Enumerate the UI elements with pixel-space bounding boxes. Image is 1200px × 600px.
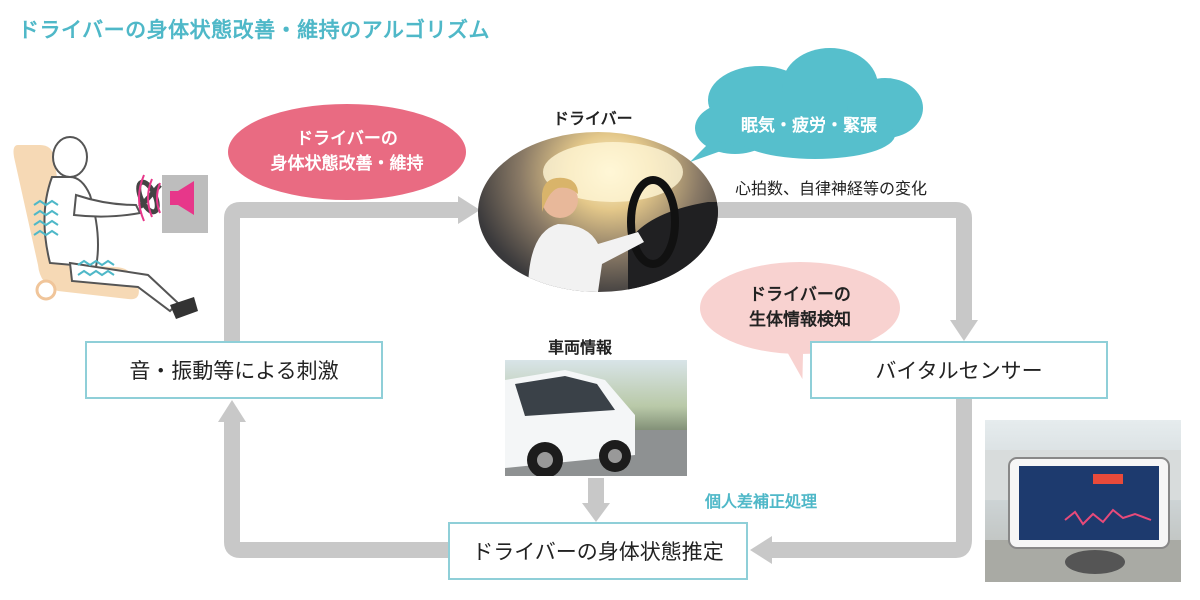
arrow-stimulus-to-driver (224, 202, 462, 341)
vehicle-info-label: 車両情報 (548, 338, 613, 357)
detect-bubble: ドライバーの 生体情報検知 (700, 262, 900, 354)
phone-photo-highlight (1093, 474, 1123, 484)
detect-line-2: 生体情報検知 (749, 310, 851, 330)
cloud-shape (690, 48, 923, 162)
state-estimation-box: ドライバーの身体状態推定 (448, 522, 748, 580)
phone-photo-screen (1019, 466, 1159, 540)
person-shoe (170, 297, 198, 319)
driver-photo-body (528, 224, 644, 292)
car-photo-window (515, 376, 615, 416)
improve-bubble: ドライバーの 身体状態改善・維持 (228, 104, 466, 200)
arrowhead-to-stimulus (218, 400, 246, 422)
improve-line-1: ドライバーの (296, 129, 398, 150)
seat-shape (13, 145, 139, 300)
stimulus-box: 音・振動等による刺激 (85, 341, 383, 399)
driver-photo-hair (542, 177, 578, 212)
arrowhead-vehicle (582, 503, 610, 522)
sound-waves (138, 174, 161, 222)
person-leg (68, 261, 180, 313)
seat-joint (35, 279, 57, 301)
driver-photo (478, 132, 718, 292)
states-cloud-text: 眠気・疲労・緊張 (741, 115, 877, 136)
speaker-icon (170, 181, 194, 215)
car-photo-rear-rim (608, 449, 622, 463)
arrowhead-to-sensor (950, 320, 978, 341)
driver-photo-window-light (543, 142, 683, 202)
arrowhead-to-driver (458, 196, 480, 224)
page-title: ドライバーの身体状態改善・維持のアルゴリズム (18, 18, 490, 42)
phone-photo-graph (1064, 508, 1152, 526)
arrow-sensor-to-estimate (770, 399, 972, 558)
car-photo-front-rim (537, 452, 553, 468)
driver-photo-steering (627, 176, 679, 268)
individual-correction-label: 個人差補正処理 (705, 492, 818, 511)
seated-driver-illustration (13, 136, 208, 319)
arrow-estimate-to-stimulus (224, 420, 448, 558)
person-arm (72, 193, 142, 218)
arrowhead-to-estimate (750, 536, 772, 564)
improve-line-2: 身体状態改善・維持 (270, 154, 424, 174)
physio-change-label: 心拍数、自律神経等の変化 (735, 179, 928, 198)
car-photo (505, 360, 687, 476)
arrow-driver-to-sensor (718, 202, 972, 322)
vibration-marks (33, 199, 115, 277)
vital-sensor-box: バイタルセンサー (810, 341, 1108, 399)
driver-label: ドライバー (553, 109, 633, 128)
phone-sensor-photo (985, 420, 1181, 582)
phone-photo-mount (1065, 550, 1125, 574)
person-head (52, 136, 88, 178)
detect-line-1: ドライバーの (749, 285, 851, 306)
